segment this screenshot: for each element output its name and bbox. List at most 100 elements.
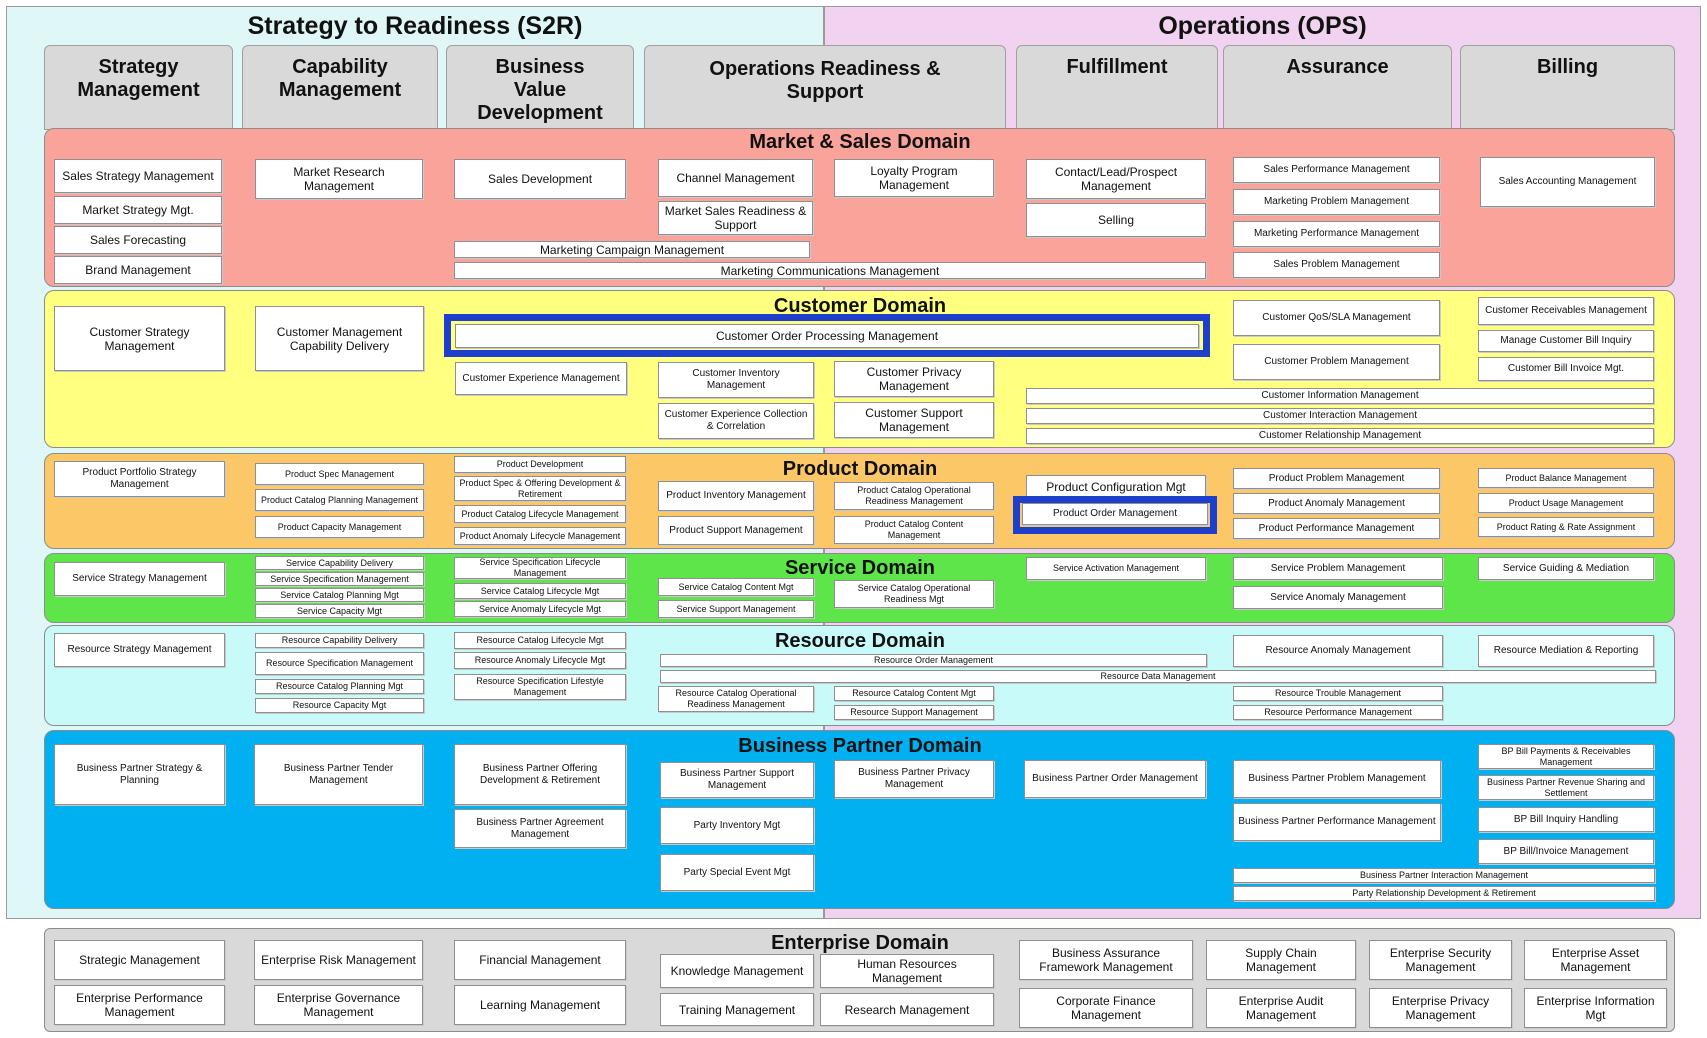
- process-box: Resource Capability Delivery: [255, 633, 424, 648]
- process-box: Resource Trouble Management: [1233, 686, 1443, 701]
- process-box: Service Support Management: [658, 600, 814, 618]
- process-box: Product Spec & Offering Development & Re…: [454, 476, 626, 501]
- process-box: Sales Development: [454, 159, 626, 199]
- process-box: Supply Chain Management: [1206, 940, 1356, 980]
- process-box: Product Order Management: [1022, 503, 1208, 525]
- process-box: Customer Experience Management: [455, 362, 627, 395]
- product-domain-title: Product Domain: [782, 458, 938, 480]
- process-box: Channel Management: [658, 159, 813, 197]
- process-box: Resource Order Management: [660, 654, 1207, 667]
- process-box: Resource Anomaly Lifecycle Mgt: [454, 652, 626, 669]
- process-box: Market Strategy Mgt.: [54, 196, 222, 224]
- market-sales-domain-title: Market & Sales Domain: [749, 131, 971, 153]
- process-box: Selling: [1026, 203, 1206, 237]
- process-box: Customer Relationship Management: [1026, 428, 1654, 444]
- enterprise-domain-title: Enterprise Domain: [771, 932, 949, 954]
- column-capability-management: Capability Management: [242, 45, 438, 130]
- process-box: Service Anomaly Management: [1233, 586, 1443, 609]
- process-box: Resource Specification Management: [255, 652, 424, 675]
- process-box: Research Management: [820, 993, 994, 1026]
- column-fulfillment: Fulfillment: [1016, 45, 1218, 130]
- process-box: Product Capacity Management: [255, 516, 424, 538]
- process-box: Resource Catalog Planning Mgt: [255, 679, 424, 694]
- process-box: Resource Capacity Mgt: [255, 698, 424, 713]
- process-box: Enterprise Privacy Management: [1369, 988, 1512, 1028]
- process-box: Resource Catalog Content Mgt: [834, 686, 994, 701]
- process-box: Market Research Management: [255, 159, 423, 199]
- process-box: Product Inventory Management: [658, 481, 814, 511]
- process-box: Contact/Lead/Prospect Management: [1026, 159, 1206, 199]
- process-box: Product Anomaly Management: [1233, 493, 1440, 514]
- process-box: Service Activation Management: [1026, 557, 1206, 580]
- process-box: Customer Inventory Management: [658, 362, 814, 398]
- process-box: Enterprise Risk Management: [254, 940, 423, 980]
- process-box: Sales Strategy Management: [54, 159, 222, 193]
- business-partner-domain-title: Business Partner Domain: [738, 735, 982, 757]
- process-box: Service Strategy Management: [54, 562, 225, 596]
- process-box: Customer Bill Invoice Mgt.: [1478, 357, 1654, 381]
- process-box: Marketing Communications Management: [454, 262, 1206, 279]
- process-box: Enterprise Asset Management: [1524, 940, 1667, 980]
- process-box: Customer Support Management: [834, 402, 994, 438]
- process-box: Sales Accounting Management: [1480, 157, 1655, 207]
- process-box: Product Problem Management: [1233, 468, 1440, 489]
- process-box: Service Specification Lifecycle Manageme…: [454, 557, 626, 579]
- process-box: Product Spec Management: [255, 463, 424, 485]
- process-box: Resource Catalog Operational Readiness M…: [658, 686, 814, 712]
- process-box: Resource Specification Lifestyle Managem…: [454, 674, 626, 700]
- process-box: Customer Information Management: [1026, 388, 1654, 404]
- process-box: Business Assurance Framework Management: [1019, 940, 1193, 980]
- process-box: Strategic Management: [54, 940, 225, 980]
- process-box: Service Specification Management: [255, 572, 424, 586]
- process-box: Training Management: [660, 993, 814, 1026]
- process-box: Customer Experience Collection & Correla…: [658, 403, 814, 439]
- customer-domain-title: Customer Domain: [773, 295, 947, 317]
- process-box: Product Performance Management: [1233, 518, 1440, 539]
- process-box: Product Balance Management: [1478, 468, 1654, 488]
- process-box: Enterprise Security Management: [1369, 940, 1512, 980]
- process-box: Service Catalog Operational Readiness Mg…: [834, 580, 994, 608]
- ops-title: Operations (OPS): [1158, 12, 1367, 40]
- process-box: Learning Management: [454, 985, 626, 1025]
- process-box: Business Partner Agreement Management: [454, 809, 626, 848]
- process-box: Service Problem Management: [1233, 557, 1443, 580]
- process-box: Business Partner Performance Management: [1233, 803, 1441, 841]
- process-box: Loyalty Program Management: [834, 159, 994, 197]
- service-domain-title: Service Domain: [784, 557, 936, 579]
- process-box: Product Portfolio Strategy Management: [54, 461, 225, 497]
- process-box: Human Resources Management: [820, 954, 994, 988]
- process-box: Customer Strategy Management: [54, 306, 225, 371]
- process-box: Customer Privacy Management: [834, 361, 994, 397]
- process-box: Resource Anomaly Management: [1233, 635, 1443, 667]
- process-box: Sales Problem Management: [1233, 252, 1440, 278]
- process-box: Product Anomaly Lifecycle Management: [454, 527, 626, 545]
- process-box: Business Partner Offering Development & …: [454, 744, 626, 805]
- highlight-frame: [1013, 496, 1217, 534]
- column-operations-readiness-support: Operations Readiness & Support: [644, 45, 1006, 130]
- process-box: Product Catalog Planning Management: [255, 489, 424, 511]
- process-box: Business Partner Tender Management: [254, 744, 423, 805]
- process-box: Customer Order Processing Management: [455, 324, 1199, 348]
- process-box: Service Capacity Mgt: [255, 604, 424, 618]
- column-billing: Billing: [1460, 45, 1675, 130]
- process-box: Business Partner Problem Management: [1233, 760, 1441, 798]
- process-box: Product Catalog Content Management: [834, 516, 994, 544]
- process-box: Enterprise Performance Management: [54, 985, 225, 1025]
- process-box: Brand Management: [54, 256, 222, 284]
- process-box: Resource Performance Management: [1233, 705, 1443, 720]
- process-box: Product Catalog Lifecycle Management: [454, 505, 626, 523]
- process-box: BP Bill Payments & Receivables Managemen…: [1478, 744, 1654, 769]
- column-business-value-development: Business Value Development: [446, 45, 634, 130]
- process-box: Resource Catalog Lifecycle Mgt: [454, 632, 626, 649]
- column-strategy-management: Strategy Management: [44, 45, 233, 130]
- process-box: Service Capability Delivery: [255, 556, 424, 570]
- process-box: Service Catalog Lifecycle Mgt: [454, 583, 626, 599]
- process-box: Product Support Management: [658, 516, 814, 545]
- process-box: Customer Interaction Management: [1026, 408, 1654, 424]
- process-box: Product Usage Management: [1478, 493, 1654, 513]
- process-box: Financial Management: [454, 940, 626, 980]
- process-box: Business Partner Order Management: [1024, 760, 1206, 798]
- process-box: Customer Management Capability Delivery: [255, 306, 424, 371]
- process-box: Resource Data Management: [660, 670, 1656, 683]
- process-box: Business Partner Interaction Management: [1233, 868, 1655, 883]
